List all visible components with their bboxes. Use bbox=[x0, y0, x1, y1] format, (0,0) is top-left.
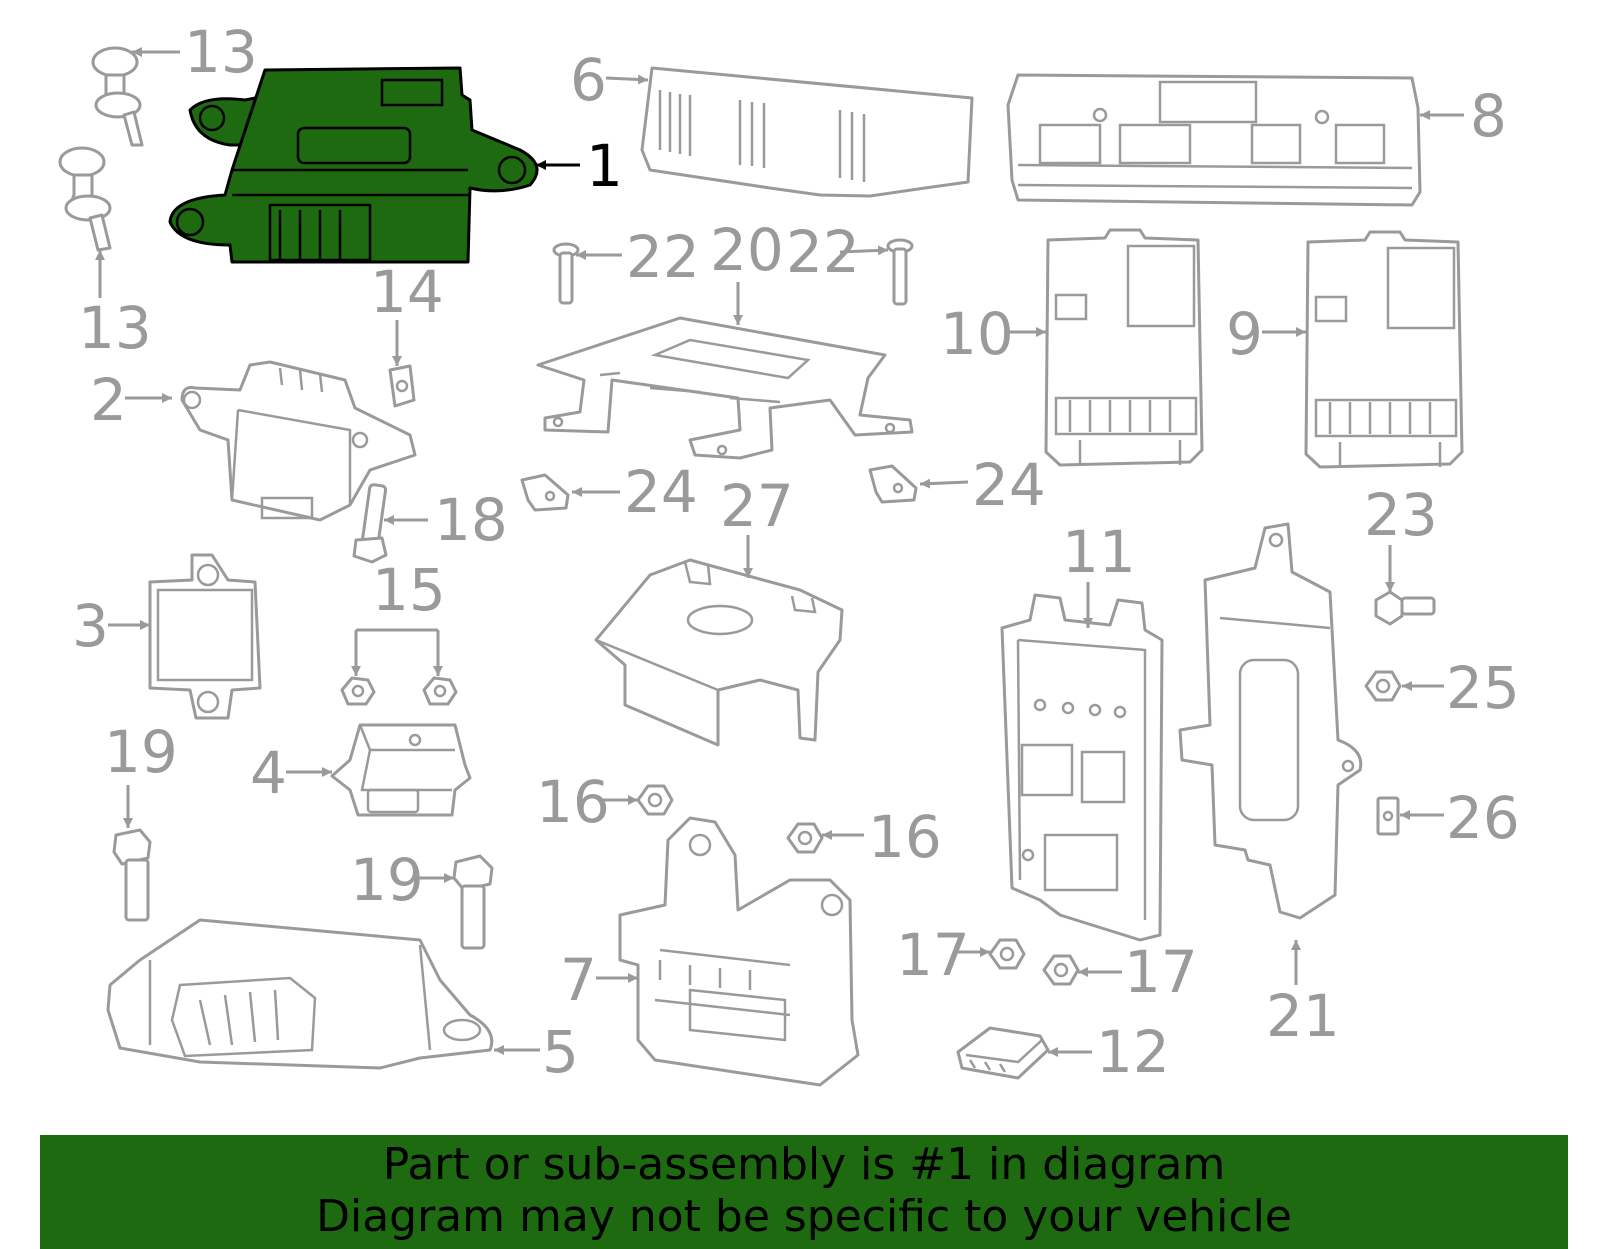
callout-22-left[interactable]: 22 bbox=[626, 223, 700, 291]
part-12-small-module[interactable] bbox=[956, 1026, 1050, 1080]
part-27-bracket-cover[interactable] bbox=[594, 558, 844, 747]
parts-diagram: 1 2 3 4 5 6 7 8 9 10 11 12 13 13 14 15 1… bbox=[58, 18, 1520, 1087]
part-10-module[interactable] bbox=[1044, 228, 1204, 467]
callout-labels: 1 2 3 4 5 6 7 8 9 10 11 12 13 13 14 15 1… bbox=[72, 18, 1520, 1086]
part-22-screw-left[interactable] bbox=[552, 242, 580, 305]
part-17-nut-left[interactable] bbox=[988, 938, 1026, 970]
banner-line-2: Diagram may not be specific to your vehi… bbox=[316, 1191, 1292, 1242]
part-19-bolt-left[interactable] bbox=[112, 828, 152, 922]
part-15-nut-left[interactable] bbox=[340, 676, 376, 706]
part-24-clip-left[interactable] bbox=[520, 473, 570, 512]
part-21-bracket[interactable] bbox=[1178, 522, 1363, 920]
callout-9[interactable]: 9 bbox=[1226, 300, 1263, 368]
part-9-module[interactable] bbox=[1304, 230, 1464, 469]
part-5-sensor-module[interactable] bbox=[106, 918, 494, 1070]
callout-6[interactable]: 6 bbox=[570, 46, 607, 114]
part-16-nut-upper[interactable] bbox=[636, 784, 674, 816]
callout-21[interactable]: 21 bbox=[1266, 982, 1340, 1050]
callout-11[interactable]: 11 bbox=[1062, 518, 1136, 586]
callout-20[interactable]: 20 bbox=[710, 216, 784, 284]
part-25-nut[interactable] bbox=[1364, 670, 1402, 702]
part-13-pushpin-upper[interactable] bbox=[91, 46, 144, 147]
callout-23[interactable]: 23 bbox=[1364, 481, 1438, 549]
callout-17-left[interactable]: 17 bbox=[896, 921, 970, 989]
part-8-module[interactable] bbox=[1006, 73, 1422, 207]
part-19-bolt-right[interactable] bbox=[452, 854, 494, 950]
part-22-screw-right[interactable] bbox=[886, 238, 914, 306]
callout-15[interactable]: 15 bbox=[372, 556, 446, 624]
part-2-module-with-bracket[interactable] bbox=[180, 360, 417, 522]
callout-18[interactable]: 18 bbox=[434, 486, 508, 554]
part-14-clip[interactable] bbox=[388, 364, 416, 408]
callout-24-right[interactable]: 24 bbox=[972, 451, 1046, 519]
part-1-module-highlighted[interactable] bbox=[168, 66, 539, 264]
callout-19-left[interactable]: 19 bbox=[104, 718, 178, 786]
part-23-bolt[interactable] bbox=[1374, 590, 1436, 626]
callout-10[interactable]: 10 bbox=[940, 300, 1014, 368]
banner-line-1: Part or sub-assembly is #1 in diagram bbox=[382, 1139, 1226, 1190]
callout-1[interactable]: 1 bbox=[586, 132, 623, 200]
part-15-nut-right[interactable] bbox=[422, 676, 458, 706]
callout-8[interactable]: 8 bbox=[1470, 82, 1507, 150]
part-4-module[interactable] bbox=[330, 723, 472, 817]
callout-26[interactable]: 26 bbox=[1446, 784, 1520, 852]
callout-7[interactable]: 7 bbox=[560, 946, 597, 1014]
part-17-nut-right[interactable] bbox=[1042, 954, 1080, 986]
callout-3[interactable]: 3 bbox=[72, 592, 109, 660]
part-20-bracket[interactable] bbox=[536, 316, 914, 460]
part-26-clip[interactable] bbox=[1376, 796, 1400, 836]
part-24-clip-right[interactable] bbox=[868, 464, 918, 504]
leader-arrows bbox=[95, 47, 1464, 1057]
callout-16-upper[interactable]: 16 bbox=[536, 768, 610, 836]
callout-19-right[interactable]: 19 bbox=[350, 846, 424, 914]
callout-22-right[interactable]: 22 bbox=[786, 218, 860, 286]
info-banner: Part or sub-assembly is #1 in diagram Di… bbox=[40, 1135, 1568, 1249]
part-3-module[interactable] bbox=[148, 553, 262, 720]
part-18-bolt[interactable] bbox=[352, 483, 388, 564]
part-6-cover[interactable] bbox=[640, 66, 974, 198]
callout-17-right[interactable]: 17 bbox=[1124, 938, 1198, 1006]
part-13-pushpin-lower[interactable] bbox=[58, 146, 112, 252]
callout-14[interactable]: 14 bbox=[370, 258, 444, 326]
callout-24-left[interactable]: 24 bbox=[624, 458, 698, 526]
callout-27[interactable]: 27 bbox=[720, 472, 794, 540]
callout-4[interactable]: 4 bbox=[250, 739, 287, 807]
part-11-fuse-box[interactable] bbox=[1000, 593, 1164, 942]
callout-12[interactable]: 12 bbox=[1096, 1018, 1170, 1086]
part-7-module-with-bracket[interactable] bbox=[618, 816, 860, 1087]
callout-13-lower[interactable]: 13 bbox=[78, 294, 152, 362]
callout-16-lower[interactable]: 16 bbox=[868, 803, 942, 871]
callout-2[interactable]: 2 bbox=[90, 366, 127, 434]
callout-13-upper[interactable]: 13 bbox=[184, 18, 258, 86]
callout-5[interactable]: 5 bbox=[542, 1018, 579, 1086]
part-16-nut-lower[interactable] bbox=[786, 822, 824, 854]
callout-25[interactable]: 25 bbox=[1446, 654, 1520, 722]
